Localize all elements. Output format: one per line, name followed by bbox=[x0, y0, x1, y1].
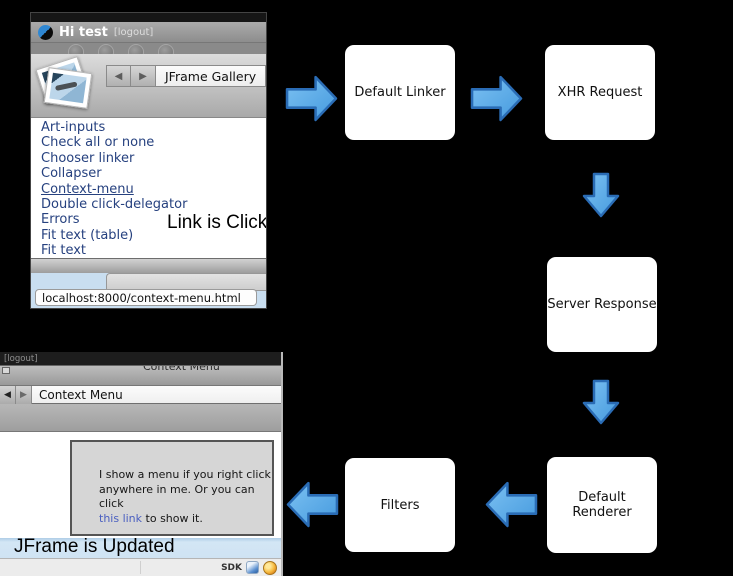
sdk-label: SDK bbox=[221, 562, 242, 573]
gallery-link-context-menu[interactable]: Context-menu bbox=[41, 181, 134, 197]
caption-link-is-clicked: Link is Click bbox=[167, 212, 266, 233]
flow-box-xhr-request: XHR Request bbox=[545, 45, 655, 140]
demo-line-3-rest: to show it. bbox=[142, 511, 203, 525]
page-title-label: Context Menu bbox=[39, 387, 123, 402]
photos-stack-icon bbox=[35, 56, 99, 116]
demo-text: I show a menu if you right click anywher… bbox=[99, 468, 272, 526]
photo-front bbox=[43, 67, 93, 109]
demo-line-2: anywhere in me. Or you can click bbox=[99, 482, 255, 511]
logout-link[interactable]: [logout] bbox=[4, 354, 38, 364]
arrow-left-icon bbox=[286, 481, 339, 528]
forward-icon: ▶ bbox=[20, 390, 27, 400]
arrow-down-icon bbox=[582, 172, 620, 218]
app-header: Hi test [logout] bbox=[31, 22, 266, 43]
app-title: Hi test bbox=[59, 24, 108, 40]
status-bar: SDK bbox=[0, 558, 281, 576]
logout-link[interactable]: [logout] bbox=[113, 26, 154, 38]
toolbar-spacer bbox=[0, 404, 281, 432]
flow-box-label: Server Response bbox=[547, 297, 657, 312]
gallery-link-collapser[interactable]: Collapser bbox=[41, 166, 102, 182]
status-divider bbox=[140, 561, 141, 574]
window-titlebar: Context Menu bbox=[0, 365, 281, 386]
forward-icon: ▶ bbox=[139, 70, 147, 82]
back-button[interactable]: ◀ bbox=[0, 386, 16, 404]
window-title: Context Menu bbox=[143, 365, 220, 373]
gallery-link-art-inputs[interactable]: Art-inputs bbox=[41, 120, 106, 135]
arrow-down-icon bbox=[582, 379, 620, 425]
gallery-title-field[interactable]: JFrame Gallery bbox=[156, 65, 266, 87]
forward-button[interactable]: ▶ bbox=[16, 386, 32, 404]
back-button[interactable]: ◀ bbox=[106, 65, 131, 87]
arrow-left-icon bbox=[485, 481, 538, 528]
gallery-link-double-click-delegator[interactable]: Double click-delegator bbox=[41, 197, 188, 213]
window-top-edge bbox=[31, 13, 266, 22]
toolbar-circle-icon bbox=[98, 44, 114, 54]
gallery-link-fit-text-table-[interactable]: Fit text (table) bbox=[41, 227, 134, 243]
window-bottom-chrome bbox=[31, 258, 266, 273]
caption-jframe-updated: JFrame is Updated bbox=[14, 536, 175, 557]
demo-line-1: I show a menu if you right click bbox=[99, 468, 271, 481]
flow-box-server-response: Server Response bbox=[547, 257, 657, 352]
page-content: I show a menu if you right click anywher… bbox=[0, 432, 281, 538]
flow-box-filters: Filters bbox=[345, 458, 455, 552]
browser-window-after: [logout] Context Menu ◀ ▶ Context Menu I… bbox=[0, 352, 283, 576]
nav-control: ◀ ▶ JFrame Gallery bbox=[106, 65, 266, 87]
forward-button[interactable]: ▶ bbox=[131, 65, 156, 87]
status-url-tooltip: localhost:8000/context-menu.html bbox=[35, 289, 257, 306]
flow-box-label: Default Renderer bbox=[572, 490, 632, 520]
toolbar-circle-icon bbox=[158, 44, 174, 54]
toolbar-button-row bbox=[31, 43, 266, 54]
gallery-link-check-all-or-none[interactable]: Check all or none bbox=[41, 135, 155, 151]
gallery-link-chooser-linker[interactable]: Chooser linker bbox=[41, 150, 135, 166]
page-title-field[interactable]: Context Menu bbox=[32, 386, 281, 403]
swirl-logo-icon[interactable] bbox=[263, 560, 277, 575]
app-window-icon[interactable] bbox=[246, 561, 259, 574]
browser-window-before: Hi test [logout] ◀ ▶ JFrame Gallery Art-… bbox=[30, 12, 267, 309]
arrow-right-icon bbox=[470, 75, 523, 122]
app-logo-icon bbox=[38, 24, 53, 40]
gallery-title-label: JFrame Gallery bbox=[165, 68, 257, 84]
flow-box-label: Filters bbox=[380, 497, 420, 513]
window-top-edge: [logout] bbox=[0, 352, 281, 365]
browser-toolbar: ◀ ▶ Context Menu bbox=[0, 386, 281, 404]
this-link[interactable]: this link bbox=[99, 511, 143, 525]
browser-toolbar: ◀ ▶ JFrame Gallery bbox=[31, 54, 266, 118]
toolbar-circle-icon bbox=[68, 44, 84, 54]
flow-box-label: Default Linker bbox=[354, 85, 446, 100]
flow-box-label: XHR Request bbox=[557, 85, 643, 100]
flow-box-default-linker: Default Linker bbox=[345, 45, 455, 140]
back-icon: ◀ bbox=[4, 390, 11, 400]
back-icon: ◀ bbox=[114, 70, 123, 82]
flow-box-default-renderer: Default Renderer bbox=[547, 457, 657, 553]
page-icon bbox=[2, 367, 10, 374]
gallery-link-errors[interactable]: Errors bbox=[41, 212, 80, 228]
window-footer: localhost:8000/context-menu.html bbox=[31, 273, 266, 308]
gallery-link-fit-text[interactable]: Fit text bbox=[41, 243, 87, 258]
update-banner: JFrame is Updated bbox=[0, 536, 281, 558]
toolbar-circle-icon bbox=[128, 44, 144, 54]
context-menu-demo-box[interactable]: I show a menu if you right click anywher… bbox=[70, 440, 274, 536]
arrow-right-icon bbox=[285, 75, 338, 122]
